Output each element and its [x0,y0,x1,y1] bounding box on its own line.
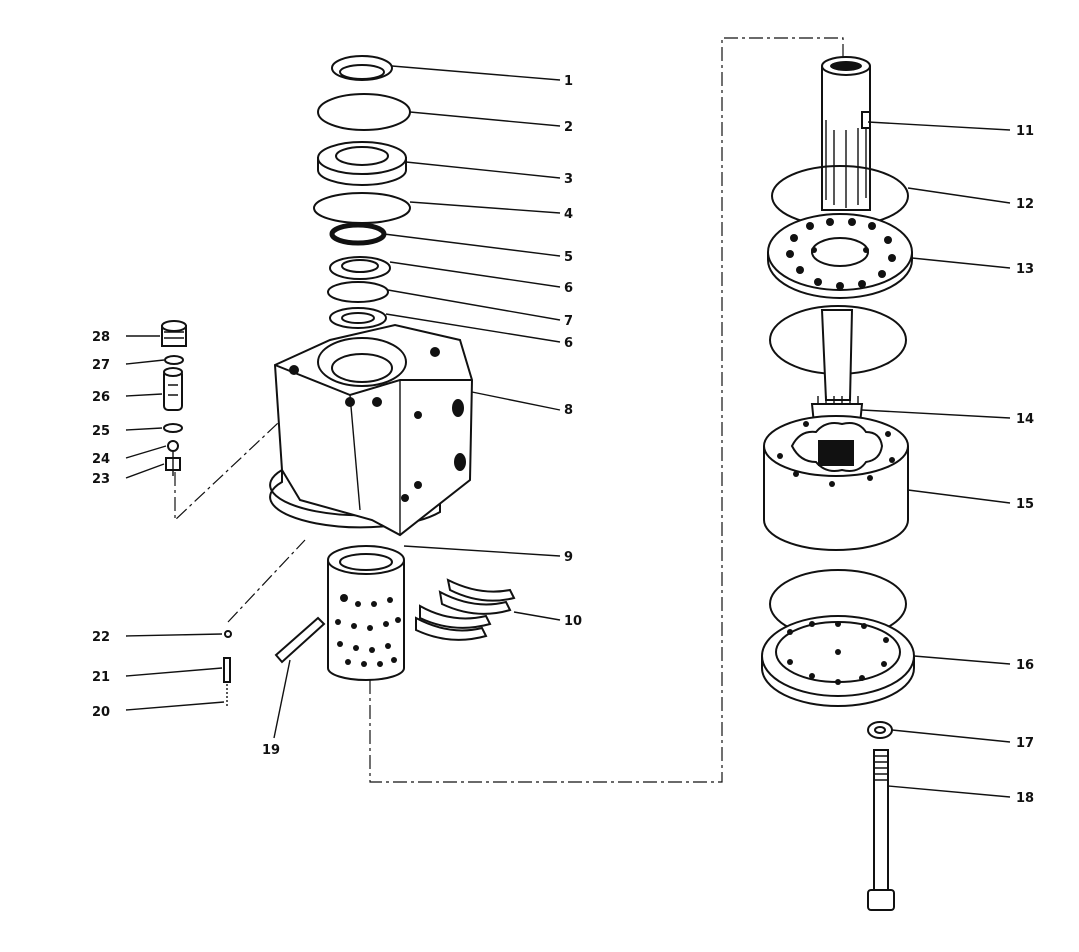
part-25-o-ring [163,423,183,433]
part-9-sleeve [327,545,405,681]
callout-12: 12 [1016,197,1034,212]
callout-9: 9 [564,550,573,565]
callout-10: 10 [564,614,582,629]
callout-24: 24 [92,452,110,467]
part-14-drive-link [769,305,907,425]
part-3-bearing-cap [317,141,407,186]
callout-13: 13 [1016,262,1034,277]
pin-connector-line [227,539,306,623]
callout-2: 2 [564,120,573,135]
callout-6-upper: 6 [564,281,573,296]
callout-25: 25 [92,424,110,439]
callout-14: 14 [1016,412,1034,427]
callout-19: 19 [262,743,280,758]
part-15-gerotor [763,415,909,551]
callout-20: 20 [92,705,110,720]
part-1-seal [331,55,393,81]
part-6-washer-lower [329,307,387,329]
part-19-pin [274,616,326,664]
callout-28: 28 [92,330,110,345]
part-21-pin [223,657,231,683]
part-13-spacer-plate [767,213,913,299]
part-5-quad-ring [329,222,387,246]
callout-4: 4 [564,207,573,222]
callout-3: 3 [564,172,573,187]
callout-15: 15 [1016,497,1034,512]
part-24-ball [167,440,179,452]
part-22-ball [224,630,232,638]
callout-7: 7 [564,314,573,329]
part-8-housing [269,323,474,537]
part-23-seat [165,452,181,476]
callout-5: 5 [564,250,573,265]
part-17-washer [867,721,893,739]
part-26-poppet [163,367,183,411]
callout-17: 17 [1016,736,1034,751]
assembly-connector-line [369,37,844,783]
leader-lines [125,65,1011,798]
part-7-bearing [327,281,389,303]
part-11-drive-shaft [821,56,871,211]
part-2-o-ring [317,93,411,131]
callout-18: 18 [1016,791,1034,806]
callout-11: 11 [1016,124,1034,139]
callout-1: 1 [564,74,573,89]
callout-27: 27 [92,358,110,373]
callout-23: 23 [92,472,110,487]
part-10-centering-springs [415,578,516,641]
part-27-o-ring [164,355,184,365]
part-16-end-cap [761,569,915,707]
callout-labels: 1 2 3 4 5 6 7 6 8 9 10 11 12 13 14 15 16… [92,74,1034,806]
callout-22: 22 [92,630,110,645]
callout-8: 8 [564,403,573,418]
part-4-o-ring [313,192,411,224]
part-18-cap-screw [867,749,895,911]
part-6-washer-upper [329,256,391,280]
part-28-plug [161,320,187,347]
callout-26: 26 [92,390,110,405]
callout-21: 21 [92,670,110,685]
callout-16: 16 [1016,658,1034,673]
callout-6-lower: 6 [564,336,573,351]
